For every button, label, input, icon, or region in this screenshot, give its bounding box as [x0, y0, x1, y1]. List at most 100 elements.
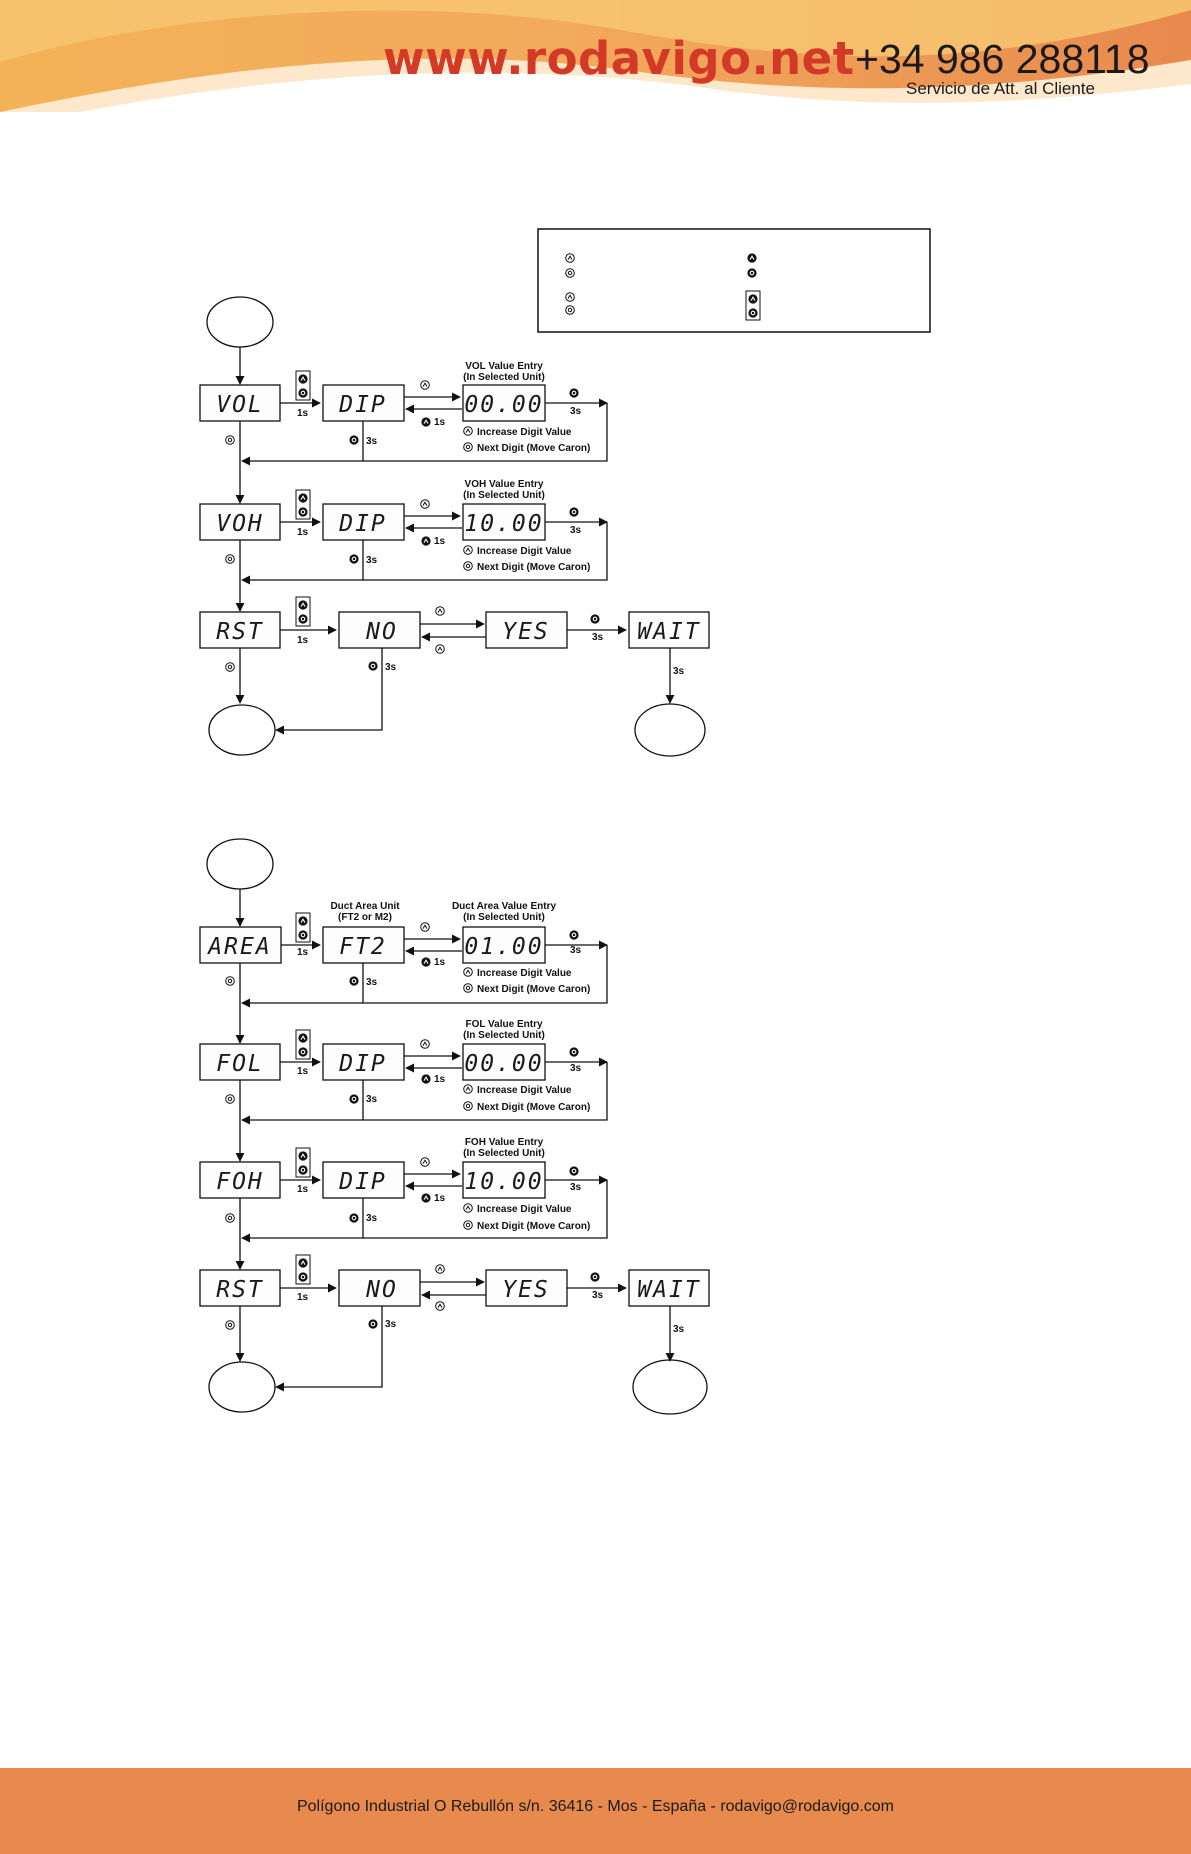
up-button-icon: [435, 644, 445, 654]
up-button-icon: [463, 545, 473, 555]
set-button-icon: [463, 561, 473, 571]
value-entry-label: Duct Area Value Entry: [452, 901, 557, 912]
time-label: 3s: [570, 1063, 582, 1074]
lcd-text: RST: [216, 1277, 264, 1303]
set-button-filled-icon: [298, 388, 308, 398]
increase-digit-label: Increase Digit Value: [477, 1204, 572, 1215]
lcd-display-wait: WAIT: [628, 1269, 710, 1307]
set-button-icon: [565, 305, 575, 315]
lcd-text: NO: [365, 619, 398, 645]
lcd-text: FT2: [339, 934, 387, 960]
time-label: 1s: [434, 1193, 446, 1204]
set-button-filled-icon: [748, 308, 758, 318]
set-button-filled-icon: [298, 1165, 308, 1175]
up-button-filled-icon: [298, 493, 308, 503]
lcd-display-ft2: FT2: [322, 926, 405, 964]
next-digit-label: Next Digit (Move Caron): [477, 562, 590, 573]
up-button-icon: [435, 1301, 445, 1311]
lcd-text: AREA: [206, 934, 271, 960]
lcd-display-dip: DIP: [322, 384, 405, 422]
up-button-filled-icon: [298, 374, 308, 384]
exit-node: [208, 704, 276, 756]
lcd-display-area: AREA: [199, 926, 282, 964]
up-button-filled-icon: [421, 417, 431, 427]
time-label: 3s: [592, 1290, 604, 1301]
increase-digit-label: Increase Digit Value: [477, 546, 572, 557]
lcd-display-dip: DIP: [322, 1161, 405, 1199]
lcd-display-value: 10.00: [462, 1161, 546, 1199]
lcd-text: DIP: [338, 1051, 387, 1077]
lcd-display-rst: RST: [199, 611, 281, 649]
set-button-icon: [225, 1213, 235, 1223]
lcd-text: 01.00: [464, 934, 543, 960]
value-unit-label: (In Selected Unit): [463, 372, 545, 383]
up-button-icon: [420, 380, 430, 390]
phone-number[interactable]: +34 986 288118: [855, 36, 1150, 82]
set-button-icon: [225, 662, 235, 672]
set-button-filled-icon: [368, 1319, 378, 1329]
up-button-icon: [565, 292, 575, 302]
page-footer: Polígono Industrial O Rebullón s/n. 3641…: [0, 1768, 1191, 1854]
set-button-icon: [565, 268, 575, 278]
lcd-text: RST: [216, 619, 264, 645]
lcd-text: FOH: [216, 1169, 264, 1195]
set-button-filled-icon: [349, 554, 359, 564]
time-label: 1s: [434, 957, 446, 968]
up-button-filled-icon: [298, 600, 308, 610]
lcd-text: WAIT: [637, 619, 700, 645]
time-label: 1s: [297, 947, 309, 958]
up-button-filled-icon: [747, 253, 757, 263]
set-button-icon: [225, 976, 235, 986]
service-label: Servicio de Att. al Cliente: [906, 79, 1095, 98]
time-label: 3s: [366, 436, 378, 447]
set-button-filled-icon: [349, 976, 359, 986]
lcd-display-vol: VOL: [199, 384, 281, 422]
value-unit-label: (In Selected Unit): [463, 1030, 545, 1041]
lcd-display-wait: WAIT: [628, 611, 710, 649]
up-button-icon: [565, 253, 575, 263]
value-entry-label: FOL Value Entry: [465, 1019, 542, 1030]
page-header: www.rodavigo.net +34 986 288118 Servicio…: [0, 0, 1191, 112]
lcd-display-value: 10.00: [462, 503, 546, 541]
up-button-icon: [463, 1203, 473, 1213]
lcd-display-voh: VOH: [199, 503, 281, 541]
set-button-filled-icon: [349, 1094, 359, 1104]
next-digit-label: Next Digit (Move Caron): [477, 984, 590, 995]
flow-button-icons: [225, 370, 600, 1330]
up-button-icon: [463, 967, 473, 977]
time-label: 3s: [385, 1319, 397, 1330]
area-unit-label: Duct Area Unit: [330, 901, 400, 912]
set-button-filled-icon: [569, 388, 579, 398]
set-button-icon: [463, 442, 473, 452]
time-label: 3s: [366, 977, 378, 988]
up-button-icon: [435, 606, 445, 616]
time-label: 3s: [366, 555, 378, 566]
set-button-icon: [463, 1101, 473, 1111]
set-button-filled-icon: [349, 435, 359, 445]
time-label: 3s: [673, 1324, 685, 1335]
set-button-filled-icon: [747, 268, 757, 278]
lcd-display-value: 01.00: [462, 926, 546, 964]
time-label: 1s: [297, 408, 309, 419]
up-button-icon: [420, 1039, 430, 1049]
value-entry-label: VOH Value Entry: [465, 479, 544, 490]
up-button-filled-icon: [421, 1074, 431, 1084]
up-button-filled-icon: [298, 1151, 308, 1161]
set-button-filled-icon: [298, 930, 308, 940]
up-button-filled-icon: [421, 536, 431, 546]
lcd-text: DIP: [338, 1169, 387, 1195]
set-button-filled-icon: [298, 1047, 308, 1057]
lcd-text: YES: [502, 619, 550, 645]
up-button-filled-icon: [421, 1193, 431, 1203]
lcd-text: NO: [365, 1277, 398, 1303]
next-digit-label: Next Digit (Move Caron): [477, 443, 590, 454]
value-entry-label: FOH Value Entry: [465, 1137, 544, 1148]
time-label: 1s: [434, 1074, 446, 1085]
start-node: [206, 838, 274, 890]
next-digit-label: Next Digit (Move Caron): [477, 1221, 590, 1232]
set-button-filled-icon: [569, 507, 579, 517]
time-label: 1s: [297, 1066, 309, 1077]
website-url[interactable]: www.rodavigo.net: [383, 32, 855, 85]
lcd-display-yes: YES: [485, 1269, 568, 1307]
time-label: 1s: [434, 417, 446, 428]
